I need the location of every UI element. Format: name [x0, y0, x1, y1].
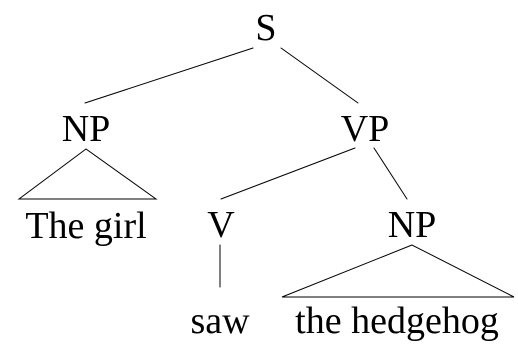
edge-s-np [84, 47, 254, 104]
node-object-np: NP [388, 204, 437, 246]
terminal-the-girl: The girl [25, 205, 146, 247]
edge-s-vp [280, 47, 359, 104]
node-v: V [207, 204, 235, 246]
terminal-saw: saw [190, 300, 250, 342]
object-np-triangle [281, 244, 515, 298]
edge-vp-np [373, 147, 408, 200]
node-subject-np: NP [62, 108, 111, 150]
node-vp: VP [341, 108, 390, 150]
subject-np-triangle [17, 148, 158, 200]
terminal-the-hedgehog: the hedgehog [295, 300, 499, 342]
node-s: S [255, 7, 276, 49]
edge-vp-v [220, 147, 356, 200]
